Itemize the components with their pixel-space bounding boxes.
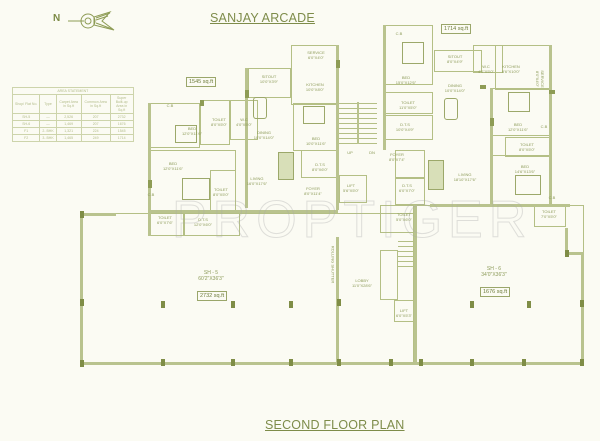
room-toilet-1 [200,100,230,145]
room-core-toilet [380,205,414,233]
plan-title: SECOND FLOOR PLAN [265,418,405,432]
room-wc-2 [473,45,503,73]
rolling-shutter-label: ROLLING SHUTTER [330,245,336,284]
flat-right-area-badge: 1714 sq.ft [441,24,472,34]
project-title: SANJAY ARCADE [210,11,315,25]
sofa-icon [278,152,294,180]
north-arrow-icon [68,10,115,31]
shop-5-area-badge: 2732 sq.ft [197,291,228,301]
bed-icon [175,125,197,143]
cell: 3- BHK [39,134,57,142]
watermark: PROPTIGER [171,191,533,250]
shop-6-area-badge: 1676 sq.ft [480,287,511,297]
bed-icon [402,42,424,64]
room-label: C.B [147,192,155,197]
room-label: C.B [540,124,548,129]
bed-icon [303,106,325,124]
stair-dn-label: DN [369,150,375,155]
bed-icon [182,178,210,200]
lift-upper [339,175,367,203]
room-dts-4 [395,178,425,205]
stair-well [380,250,398,300]
dining-table-icon [253,97,267,119]
room-label: C.B [166,103,174,108]
area-statement-table: AREA STATEMENT Shop/ Flat No. Type Carpe… [11,87,134,142]
dining-table-icon [444,98,458,120]
room-sitout-2 [434,50,482,72]
room-wc-1 [230,100,258,140]
bed-icon [508,92,530,112]
room-label: C.B [395,31,403,36]
room-sitout-1 [248,68,291,98]
lift-lower [394,300,414,322]
flat-left-area-badge: 1545 sq.ft [186,77,217,87]
col-header: Super Built-up Area in Sq.ft [109,94,134,114]
room-dts-2 [184,213,240,236]
sofa-icon [428,160,444,190]
col-header: Carpet Area in Sq.ft [55,94,82,114]
bed-icon [515,175,541,195]
cell: 1714 [109,134,134,142]
stair-up-label: UP [347,150,353,155]
staircase-lower [398,237,414,267]
room-foyer-2 [395,150,425,178]
north-label: N [53,13,61,24]
room-label: C.B [548,195,556,200]
